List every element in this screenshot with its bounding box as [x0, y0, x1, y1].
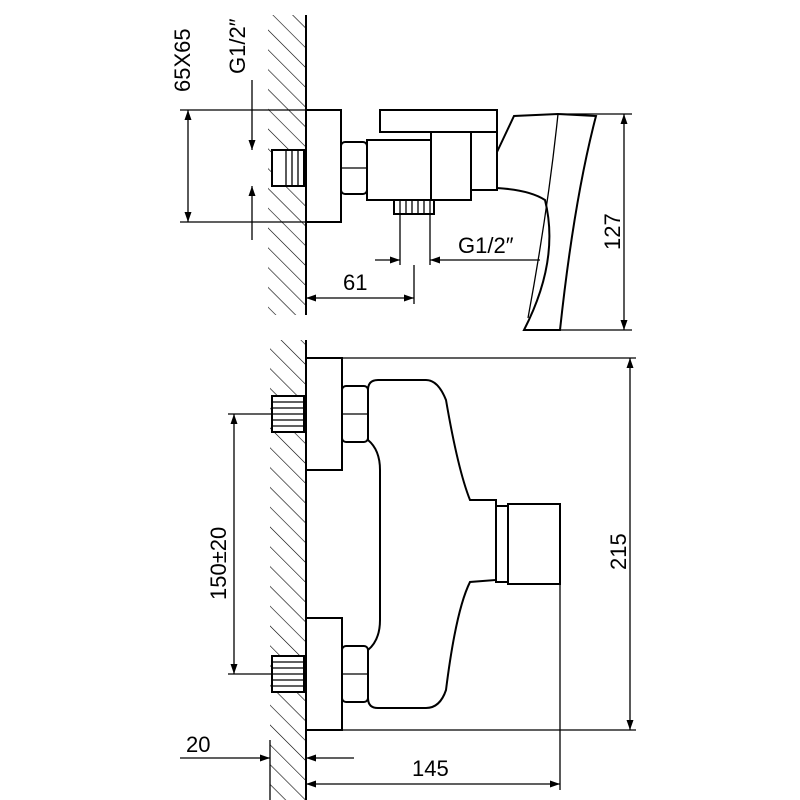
label-front-height: 215	[606, 533, 631, 570]
body-top	[366, 139, 432, 201]
label-thread-inlet: G1/2″	[225, 18, 250, 74]
mixer-body	[367, 379, 497, 709]
wall-plate-lower	[305, 617, 343, 731]
front-view: 150±20 215 145 20	[180, 340, 636, 800]
label-depth: 145	[412, 756, 449, 781]
body-upper-top	[379, 109, 498, 133]
wall-plate-upper	[305, 357, 343, 471]
body-cap-top	[430, 131, 472, 201]
label-thread-outlet: G1/2″	[458, 233, 514, 258]
label-wall-offset: 20	[186, 732, 210, 757]
handle-lever	[496, 112, 598, 331]
label-side-height: 127	[600, 213, 625, 250]
side-view: 65X65 G1/2″ G1/2″ 61 127	[170, 15, 632, 331]
handle-base-front	[507, 503, 561, 585]
label-plate-size: 65X65	[170, 28, 195, 92]
body-mid-top	[470, 131, 498, 191]
inlet-thread-top	[271, 149, 305, 187]
label-center-distance: 150±20	[206, 527, 231, 600]
wall-plate-top	[305, 109, 342, 223]
label-outlet-offset: 61	[343, 270, 367, 295]
